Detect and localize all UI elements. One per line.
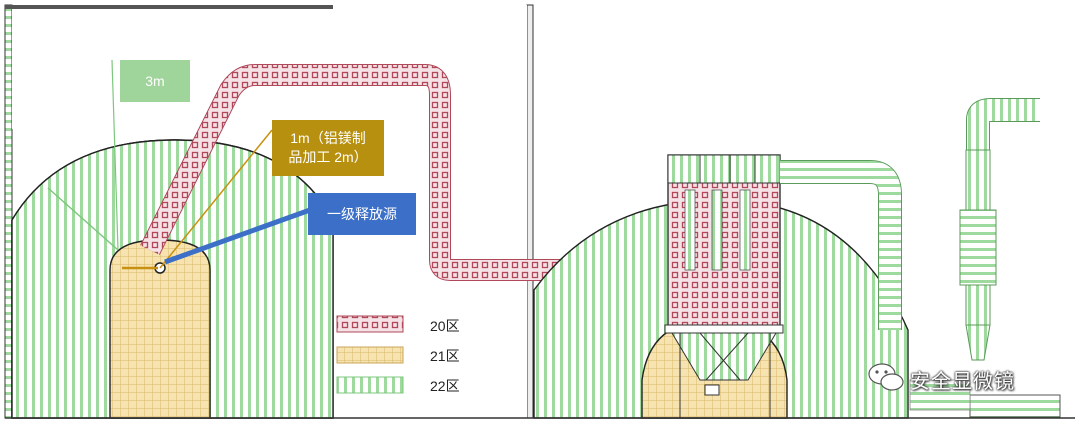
callout-1m: 1m（铝镁制 品加工 2m）	[272, 120, 384, 176]
callout-3m: 3m	[120, 60, 190, 102]
zone20-duct	[140, 64, 670, 281]
watermark-text: 安全显微镜	[910, 371, 1015, 393]
dimension-lines	[47, 59, 311, 270]
legend-swatches	[336, 315, 404, 394]
callout-1m-line1: 1m（铝镁制	[290, 130, 366, 146]
exhaust-stack	[909, 98, 1061, 418]
legend-label-zone22: 22区	[430, 378, 460, 394]
dust-collector	[664, 154, 784, 418]
callout-release-source: 一级释放源	[308, 193, 416, 235]
outlet-duct	[780, 160, 902, 330]
legend-label-zone21: 21区	[430, 348, 460, 364]
legend-label-zone20: 20区	[430, 318, 460, 334]
wechat-icon	[868, 363, 904, 391]
callout-1m-line2: 品加工 2m）	[288, 149, 368, 165]
